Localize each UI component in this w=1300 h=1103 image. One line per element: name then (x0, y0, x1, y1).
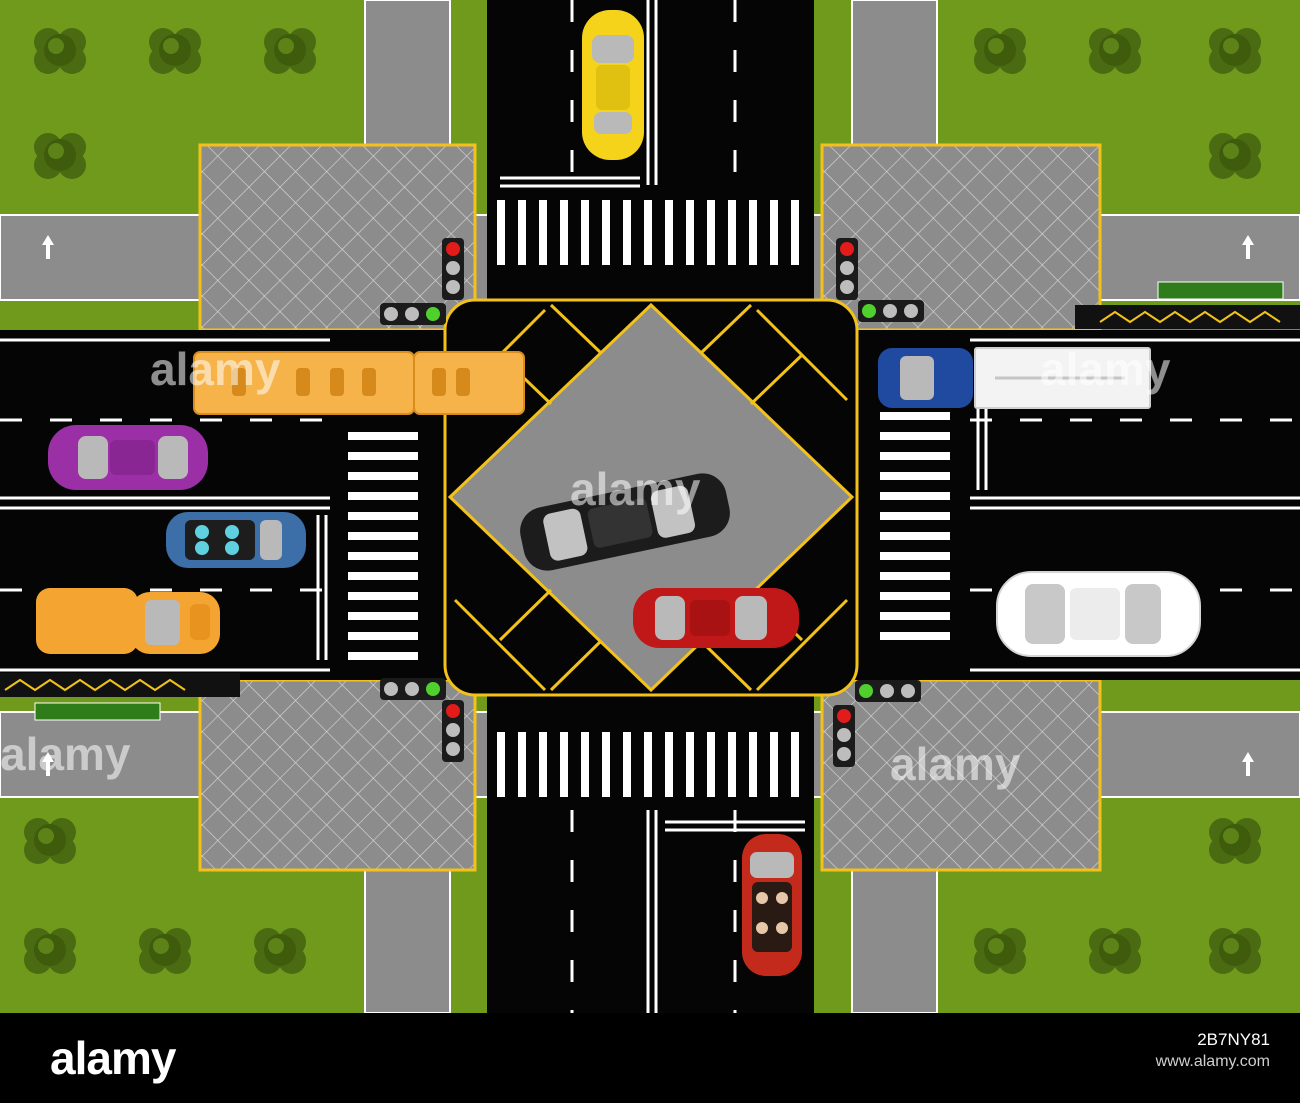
svg-text:alamy: alamy (1040, 343, 1171, 395)
yellow-car (582, 10, 644, 160)
svg-text:alamy: alamy (0, 728, 131, 780)
traffic-light-bottom-right (833, 680, 921, 767)
orange-tow-truck (36, 588, 220, 654)
blue-convertible (166, 512, 306, 568)
white-car (996, 571, 1201, 657)
stock-footer: alamy 2B7NY81 www.alamy.com (0, 1013, 1300, 1103)
crosswalk-bottom (497, 732, 799, 797)
blue-truck (878, 347, 1151, 409)
traffic-light-bottom-left (380, 678, 464, 762)
image-info: 2B7NY81 www.alamy.com (1156, 1029, 1270, 1073)
red-car (633, 588, 799, 648)
alamy-logo[interactable]: alamy (50, 1032, 176, 1084)
svg-text:alamy: alamy (890, 738, 1021, 790)
box-junction-lines (453, 303, 849, 692)
image-id: 2B7NY81 (1197, 1030, 1270, 1049)
crosswalk-left (348, 432, 418, 660)
crosswalk-top (497, 200, 799, 265)
svg-text:alamy: alamy (570, 463, 701, 515)
watermark: alamy alamy alamy alamy alamy (0, 343, 1171, 790)
crossroad-illustration: alamy alamy alamy alamy alamy (0, 0, 1300, 1013)
bus-stop-right (1075, 281, 1300, 329)
traffic-light-top-left (380, 238, 464, 325)
side-road-arrows (42, 235, 1254, 776)
crosswalk-right (880, 412, 950, 640)
black-car (520, 473, 730, 571)
svg-text:alamy: alamy (150, 343, 281, 395)
paved-plazas (198, 143, 1102, 872)
bus-stop-left (0, 673, 240, 721)
traffic-light-top-right (836, 238, 924, 322)
purple-car (48, 425, 208, 490)
site-url[interactable]: www.alamy.com (1155, 1053, 1270, 1070)
red-convertible (742, 834, 802, 976)
yellow-bus (193, 351, 525, 415)
